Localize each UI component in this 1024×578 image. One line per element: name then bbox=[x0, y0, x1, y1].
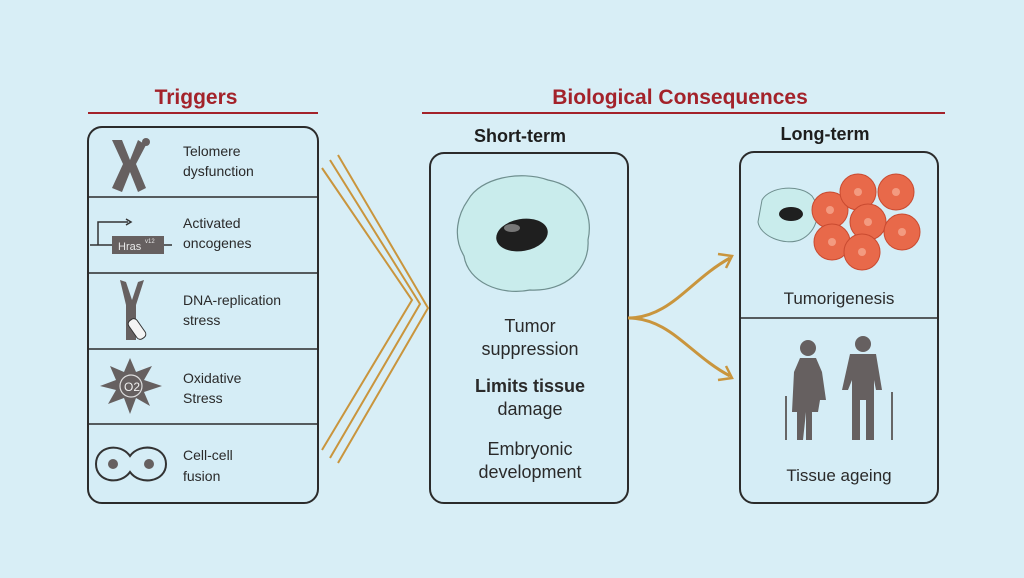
trigger-label: dysfunction bbox=[183, 163, 254, 179]
trigger-label: Oxidative bbox=[183, 370, 242, 386]
long-term-panel: Tumorigenesis Tissue ageing bbox=[739, 151, 939, 504]
long-term-item: Tumorigenesis bbox=[784, 289, 895, 308]
tumor-cells-icon bbox=[757, 173, 921, 271]
trigger-label: oncogenes bbox=[183, 235, 252, 251]
triggers-panel: Telomere dysfunction Hras v12 Activated … bbox=[87, 126, 319, 504]
short-term-item: suppression bbox=[481, 339, 578, 359]
triggers-heading: Triggers bbox=[155, 86, 238, 109]
elderly-couple-icon bbox=[785, 336, 893, 440]
trigger-label: stress bbox=[183, 312, 220, 328]
long-term-heading: Long-term bbox=[781, 124, 870, 144]
hras-superscript: v12 bbox=[145, 239, 155, 245]
cell-fusion-icon bbox=[94, 446, 168, 482]
short-term-item: damage bbox=[497, 399, 562, 419]
short-term-heading: Short-term bbox=[474, 126, 566, 146]
trigger-label: Telomere bbox=[183, 143, 241, 159]
trigger-label: fusion bbox=[183, 468, 220, 484]
trigger-label: Activated bbox=[183, 215, 241, 231]
short-term-item: Limits tissue bbox=[475, 376, 585, 396]
short-term-item: development bbox=[478, 462, 581, 482]
long-term-item: Tissue ageing bbox=[786, 466, 891, 485]
consequences-heading: Biological Consequences bbox=[552, 86, 808, 109]
oncogene-hras-icon: Hras v12 bbox=[90, 218, 172, 254]
dna-fork-icon bbox=[120, 280, 147, 340]
short-term-item: Tumor bbox=[504, 316, 555, 336]
o2-label: O2 bbox=[124, 380, 140, 394]
hras-label: Hras bbox=[118, 241, 142, 253]
short-term-item: Embryonic bbox=[487, 439, 572, 459]
chromosome-icon bbox=[112, 138, 150, 192]
trigger-label: Cell-cell bbox=[183, 447, 233, 463]
o2-charge: - bbox=[141, 362, 144, 372]
chevron-arrow bbox=[321, 154, 430, 464]
senescent-cell-icon bbox=[456, 175, 590, 292]
branch-arrows bbox=[627, 252, 734, 382]
short-term-panel: Tumor suppression Limits tissue damage E… bbox=[429, 152, 629, 504]
trigger-label: DNA-replication bbox=[183, 292, 281, 308]
trigger-label: Stress bbox=[183, 390, 223, 406]
oxygen-radical-icon: O2 - bbox=[100, 358, 162, 414]
